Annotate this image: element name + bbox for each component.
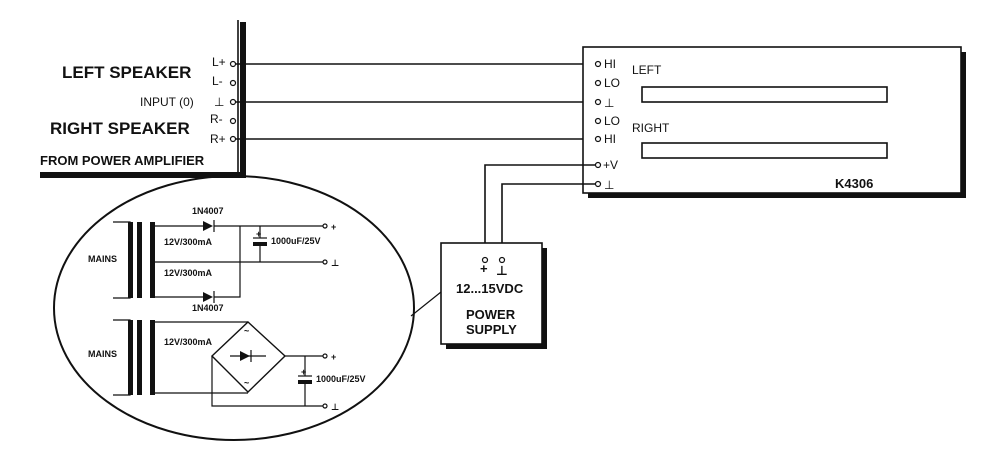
psu-terminal-gnd <box>498 256 506 264</box>
diode-bottom <box>203 292 213 302</box>
psu-terminal-plus <box>481 256 489 264</box>
k4306-module: HI LO ⊥ LO HI +V ⊥ LEFT RIGHT K4306 <box>582 46 966 198</box>
psu-plus-label: + <box>480 261 488 276</box>
transformer-bottom-core-right <box>150 320 155 395</box>
winding-top-a: 12V/300mA <box>164 237 213 247</box>
pin-l-minus-label: L- <box>212 74 223 88</box>
module-terminal-gnd1 <box>594 98 602 106</box>
mains-bottom-label: MAINS <box>88 349 117 359</box>
ac-bottom: ~ <box>244 378 249 388</box>
module-right-label: RIGHT <box>632 121 670 135</box>
module-pin-lo1: LO <box>604 76 620 90</box>
module-pin-hi2: HI <box>604 132 616 146</box>
module-pin-lo2: LO <box>604 114 620 128</box>
pin-r-minus-label: R- <box>210 112 223 126</box>
cap-top-label: 1000uF/25V <box>271 236 321 246</box>
winding-bottom: 12V/300mA <box>164 337 213 347</box>
module-name: K4306 <box>835 176 873 191</box>
module-terminal-hi2 <box>594 135 602 143</box>
from-power-amplifier-label: FROM POWER AMPLIFIER <box>40 153 205 168</box>
wire-gnd-psu <box>501 183 595 258</box>
cap-bottom-plus: + <box>301 367 306 377</box>
terminal-gnd <box>229 98 237 106</box>
top-out-plus-terminal <box>322 223 328 229</box>
bridge-rectifier <box>210 321 287 393</box>
top-out-gnd-terminal <box>322 259 328 265</box>
psu-voltage: 12...15VDC <box>456 281 524 296</box>
module-terminal-lo2 <box>594 117 602 125</box>
module-terminal-gnd2 <box>594 180 602 188</box>
cap-bottom-plate2 <box>298 380 312 384</box>
bottom-out-plus-terminal <box>322 353 328 359</box>
mains-top-label: MAINS <box>88 254 117 264</box>
diode-top <box>203 221 213 231</box>
wire-vplus <box>484 164 595 258</box>
module-box <box>582 46 962 194</box>
diode-bottom-label: 1N4007 <box>192 303 224 313</box>
module-left-label: LEFT <box>632 63 662 77</box>
bottom-out-gnd-terminal <box>322 403 328 409</box>
module-terminal-lo1 <box>594 79 602 87</box>
bottom-out-gnd: ⊥ <box>331 402 339 412</box>
pin-gnd-label: ⊥ <box>214 95 224 109</box>
amplifier-block: LEFT SPEAKER INPUT (0) RIGHT SPEAKER FRO… <box>40 20 246 178</box>
top-return <box>214 226 241 298</box>
psu-box <box>440 242 543 345</box>
pin-r-plus-label: R+ <box>210 132 226 146</box>
signal-wires <box>236 63 595 140</box>
pin-l-plus-label: L+ <box>212 55 226 69</box>
terminal-l-minus <box>229 79 237 87</box>
inset-connector-line <box>410 291 442 317</box>
psu-line1: POWER <box>466 307 516 322</box>
transformer-top-core-mid <box>137 222 142 298</box>
terminal-l-plus <box>229 60 237 68</box>
cap-bottom-label: 1000uF/25V <box>316 374 366 384</box>
right-led-bar <box>641 142 888 159</box>
top-out-plus: + <box>331 222 336 232</box>
terminal-r-minus <box>229 117 237 125</box>
input-label: INPUT (0) <box>140 95 194 109</box>
winding-top-b: 12V/300mA <box>164 268 213 278</box>
transformer-bottom-core-mid <box>137 320 142 395</box>
module-terminal-vplus <box>594 161 602 169</box>
module-pin-gnd2: ⊥ <box>604 178 614 192</box>
cap-top-plate2 <box>253 242 267 246</box>
psu-line2: SUPPLY <box>466 322 517 337</box>
module-pin-vplus: +V <box>603 158 618 172</box>
bottom-out-plus: + <box>331 352 336 362</box>
module-terminal-hi1 <box>594 60 602 68</box>
power-wires <box>484 164 595 258</box>
terminal-r-plus <box>229 135 237 143</box>
transformer-bottom-core-left <box>128 320 133 395</box>
transformer-top-core-right <box>150 222 155 298</box>
cap-top-plus: + <box>256 229 261 239</box>
psu-gnd-label: ⊥ <box>496 263 508 278</box>
left-led-bar <box>641 86 888 103</box>
bridge-neg-rail <box>211 356 325 407</box>
inset-schematic: MAINS 12V/300mA 12V/300mA 1N4007 1N4007 … <box>53 175 415 441</box>
transformer-top-core-left <box>128 222 133 298</box>
top-out-gnd: ⊥ <box>331 258 339 268</box>
right-speaker-label: RIGHT SPEAKER <box>50 119 190 138</box>
inset-ellipse <box>53 175 415 441</box>
module-pin-gnd1: ⊥ <box>604 96 614 110</box>
power-supply-block: + ⊥ 12...15VDC POWER SUPPLY <box>440 242 547 349</box>
ac-top: ~ <box>244 326 249 336</box>
left-speaker-label: LEFT SPEAKER <box>62 63 191 82</box>
module-pin-hi1: HI <box>604 57 616 71</box>
diode-top-label: 1N4007 <box>192 206 224 216</box>
